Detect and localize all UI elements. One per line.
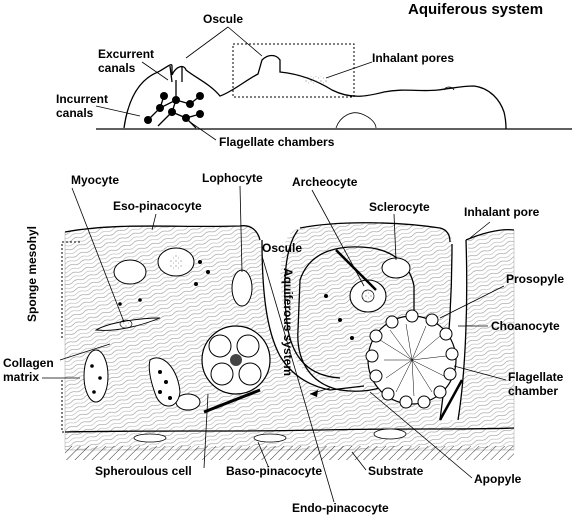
baso-pinacocyte-layer: [64, 427, 515, 433]
label-substrate: Substrate: [368, 464, 424, 478]
label-sponge-mesohyl: Sponge mesohyl: [25, 226, 39, 322]
label-oscule-top: Oscule: [203, 12, 243, 26]
label-eso-pinacocyte: Eso-pinacocyte: [113, 199, 202, 213]
leader-sclerocyte: [393, 213, 397, 261]
surface-right: [465, 228, 515, 241]
pore-canal-right: [457, 239, 468, 421]
leader-apopyle: [369, 391, 473, 479]
leader-collagen: [42, 343, 111, 379]
bump-2: [443, 86, 455, 91]
label-endo-pinacocyte: Endo-pinacocyte: [292, 501, 389, 515]
label-collagen-2: matrix: [3, 370, 39, 384]
leader-excurrent: [141, 61, 169, 81]
label-inhalant-pore: Inhalant pore: [464, 205, 540, 219]
mesohyl-cell-3: [113, 259, 147, 285]
sclerocyte-cell: [381, 257, 411, 279]
leader-inhalant-pores: [325, 61, 373, 79]
label-flagellate-1: Flagellate: [508, 370, 564, 384]
label-archeocyte: Archeocyte: [292, 175, 358, 189]
leader-flagellate-chambers: [189, 121, 217, 141]
label-sclerocyte: Sclerocyte: [369, 200, 430, 214]
label-myocyte: Myocyte: [71, 173, 119, 187]
leader-lophocyte: [239, 185, 243, 273]
label-incurrent-1: Incurrent: [56, 92, 108, 106]
spicule-1: [203, 388, 261, 414]
channel-wall-right: [284, 229, 341, 379]
leader-inhalant-pore: [469, 221, 491, 239]
surface-left: [64, 225, 261, 241]
leader-endo-pinacocyte: [261, 255, 335, 503]
label-baso-pinacocyte: Baso-pinacocyte: [226, 464, 322, 478]
label-collagen-1: Collagen: [3, 356, 54, 370]
title-aquiferous-system: Aquiferous system: [408, 1, 543, 18]
label-excurrent-2: canals: [98, 61, 136, 75]
label-apopyle: Apopyle: [474, 472, 522, 486]
surface-mid: [299, 222, 451, 243]
label-lophocyte: Lophocyte: [202, 171, 263, 185]
spicule-2: [335, 249, 377, 291]
sponge-outline: [123, 54, 507, 130]
bottom-panel: Myocyte Lophocyte Archeocyte Sclerocyte …: [3, 171, 564, 515]
spheroulous-cell: [201, 325, 271, 395]
mesohyl-bracket: [61, 241, 80, 433]
collagen-cell-1: [83, 349, 109, 403]
spicule-3: [438, 379, 464, 421]
leader-myocyte: [71, 187, 125, 323]
substrate-hatch: [65, 446, 514, 460]
leader-prosopyle: [439, 285, 505, 319]
bump-1: [335, 112, 377, 129]
label-flagellate-2: chamber: [508, 384, 558, 398]
label-choanocyte: Choanocyte: [491, 319, 560, 333]
lophocyte-cell: [231, 269, 253, 307]
label-excurrent-1: Excurrent: [98, 47, 154, 61]
leader-spheroulous-cell: [203, 393, 209, 469]
label-incurrent-2: canals: [56, 106, 94, 120]
top-panel: Aquiferous system Oscule: [56, 1, 572, 149]
baso-cells: [133, 428, 407, 443]
label-aquiferous-system: Aquiferous system: [281, 268, 295, 376]
leader-eso-pinacocyte: [151, 213, 157, 231]
leader-substrate: [351, 451, 367, 471]
inhalant-pores-stipple: [302, 76, 330, 84]
label-spheroulous-cell: Spheroulous cell: [95, 464, 192, 478]
leader-flagellate-chamber: [453, 365, 507, 381]
label-inhalant-pores: Inhalant pores: [372, 51, 454, 65]
label-flagellate-chambers: Flagellate chambers: [219, 135, 335, 149]
leader-archeocyte: [311, 189, 365, 287]
channel-wall-left: [261, 239, 365, 391]
label-prosopyle: Prosopyle: [506, 272, 564, 286]
canal-network: [144, 80, 204, 129]
leader-oscule-top: [185, 26, 263, 59]
leader-baso-pinacocyte: [257, 441, 269, 467]
flagellate-chamber: [365, 309, 459, 409]
small-oscule: [169, 65, 183, 83]
label-oscule-bottom: Oscule: [262, 241, 302, 255]
zoom-box: [232, 43, 355, 98]
cells: [83, 247, 464, 421]
leader-incurrent: [95, 105, 141, 117]
